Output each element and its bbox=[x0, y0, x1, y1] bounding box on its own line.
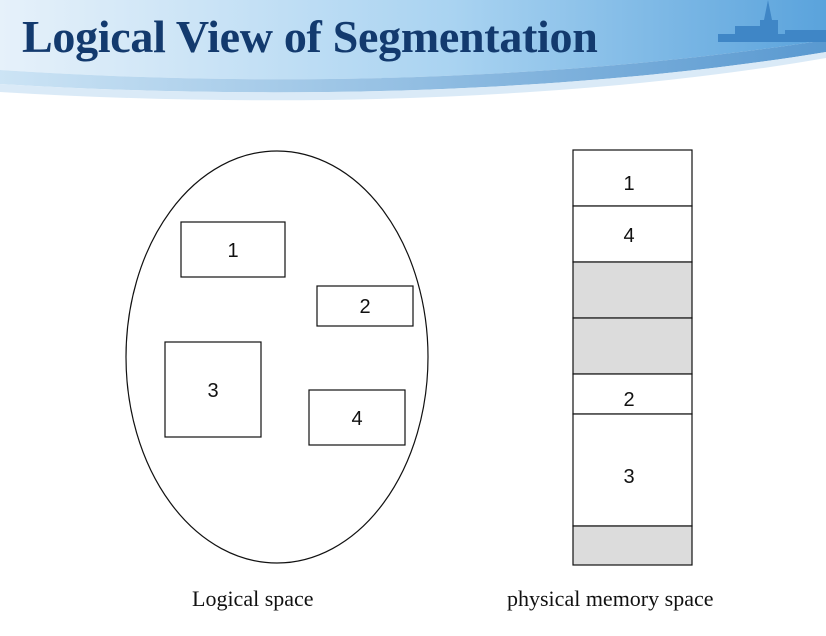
logical-segment-label: 2 bbox=[359, 296, 370, 318]
physical-memory-column: 1 4 2 3 bbox=[572, 149, 693, 566]
church-skyline-icon bbox=[718, 0, 826, 42]
physical-memory-caption: physical memory space bbox=[507, 586, 714, 611]
memory-block bbox=[572, 317, 693, 375]
memory-block: 3 bbox=[572, 413, 693, 527]
logical-segment-label: 3 bbox=[207, 380, 218, 402]
logical-segment: 2 bbox=[316, 285, 414, 327]
memory-block bbox=[572, 261, 693, 319]
logical-segment-label: 4 bbox=[351, 408, 362, 430]
memory-block bbox=[572, 525, 693, 566]
memory-block-label: 1 bbox=[623, 173, 634, 195]
logical-space-caption: Logical space bbox=[192, 586, 314, 611]
logical-segment: 4 bbox=[308, 389, 406, 446]
memory-block-rect bbox=[572, 373, 693, 415]
header-banner bbox=[0, 0, 826, 101]
memory-block-rect bbox=[572, 317, 693, 375]
logical-segment: 1 bbox=[180, 221, 286, 278]
logical-segment-label: 1 bbox=[227, 240, 238, 262]
memory-block-rect bbox=[572, 261, 693, 319]
memory-block-label: 4 bbox=[623, 225, 634, 247]
memory-block-rect bbox=[572, 149, 693, 207]
memory-block: 1 bbox=[572, 149, 693, 207]
memory-block-label: 2 bbox=[623, 389, 634, 411]
memory-block-label: 3 bbox=[623, 466, 634, 488]
memory-block-rect bbox=[572, 413, 693, 527]
slide-title: Logical View of Segmentation bbox=[22, 11, 598, 62]
memory-block-rect bbox=[572, 205, 693, 263]
logical-space-ellipse bbox=[125, 150, 429, 564]
memory-block: 4 bbox=[572, 205, 693, 263]
memory-block: 2 bbox=[572, 373, 693, 415]
memory-block-rect bbox=[572, 525, 693, 566]
logical-segment: 3 bbox=[164, 341, 262, 438]
